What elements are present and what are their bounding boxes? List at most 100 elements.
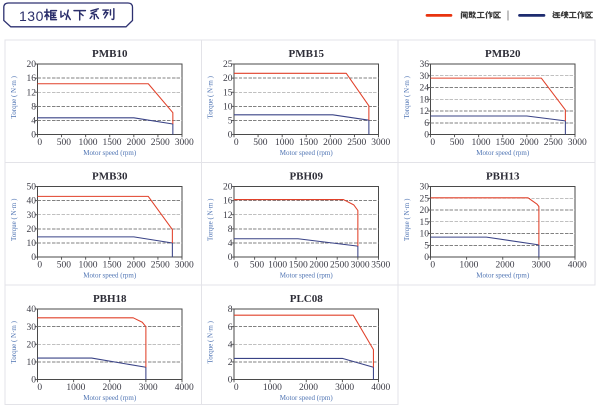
svg-text:2000: 2000 bbox=[520, 138, 539, 148]
svg-text:Motor speed (rpm): Motor speed (rpm) bbox=[476, 149, 530, 157]
svg-text:Torque ( N·m ): Torque ( N·m ) bbox=[403, 198, 411, 241]
svg-text:PBH13: PBH13 bbox=[486, 171, 520, 183]
svg-text:1000: 1000 bbox=[471, 138, 490, 148]
svg-text:3500: 3500 bbox=[371, 261, 390, 271]
svg-text:40: 40 bbox=[27, 305, 37, 315]
svg-text:1500: 1500 bbox=[103, 261, 122, 271]
svg-text:36: 36 bbox=[420, 60, 430, 70]
svg-text:Torque ( N·m ): Torque ( N·m ) bbox=[10, 198, 18, 241]
svg-text:Motor speed (rpm): Motor speed (rpm) bbox=[83, 394, 137, 402]
svg-text:PMB30: PMB30 bbox=[92, 171, 128, 183]
svg-text:Motor speed (rpm): Motor speed (rpm) bbox=[280, 394, 334, 402]
svg-text:20: 20 bbox=[420, 206, 430, 216]
svg-text:3000: 3000 bbox=[335, 383, 354, 393]
svg-text:Motor speed (rpm): Motor speed (rpm) bbox=[280, 272, 334, 280]
svg-text:1000: 1000 bbox=[459, 261, 478, 271]
svg-text:PBH09: PBH09 bbox=[289, 171, 323, 183]
svg-text:3000: 3000 bbox=[175, 138, 194, 148]
svg-text:4000: 4000 bbox=[568, 261, 587, 271]
svg-text:0: 0 bbox=[234, 261, 239, 271]
svg-text:PLC08: PLC08 bbox=[290, 293, 324, 305]
svg-text:Torque ( N·m ): Torque ( N·m ) bbox=[207, 198, 215, 241]
svg-text:2000: 2000 bbox=[103, 383, 122, 393]
svg-text:20: 20 bbox=[27, 60, 37, 70]
svg-text:0: 0 bbox=[234, 138, 239, 148]
svg-text:1500: 1500 bbox=[289, 261, 308, 271]
svg-text:Torque ( N·m ): Torque ( N·m ) bbox=[403, 75, 411, 118]
svg-text:1000: 1000 bbox=[66, 383, 85, 393]
svg-text:20: 20 bbox=[223, 74, 233, 84]
svg-text:4: 4 bbox=[31, 117, 36, 127]
svg-text:4: 4 bbox=[228, 340, 233, 350]
svg-text:40: 40 bbox=[27, 197, 37, 207]
svg-text:6: 6 bbox=[424, 119, 429, 129]
svg-text:3000: 3000 bbox=[371, 138, 390, 148]
svg-text:20: 20 bbox=[27, 340, 37, 350]
svg-text:1500: 1500 bbox=[103, 138, 122, 148]
svg-text:1000: 1000 bbox=[268, 261, 287, 271]
svg-text:0: 0 bbox=[228, 376, 233, 386]
svg-text:16: 16 bbox=[27, 74, 37, 84]
svg-text:2: 2 bbox=[228, 358, 233, 368]
svg-text:2500: 2500 bbox=[151, 138, 170, 148]
svg-text:0: 0 bbox=[31, 376, 36, 386]
svg-text:0: 0 bbox=[37, 261, 42, 271]
svg-text:30: 30 bbox=[27, 211, 37, 221]
svg-text:0: 0 bbox=[37, 138, 42, 148]
svg-text:130: 130 bbox=[19, 8, 44, 24]
svg-text:0: 0 bbox=[424, 131, 429, 141]
svg-text:PMB15: PMB15 bbox=[289, 48, 325, 60]
svg-text:2500: 2500 bbox=[347, 138, 366, 148]
svg-text:10: 10 bbox=[27, 239, 37, 249]
svg-text:30: 30 bbox=[420, 183, 430, 193]
svg-text:Torque ( N·m ): Torque ( N·m ) bbox=[207, 75, 215, 118]
svg-text:8: 8 bbox=[228, 305, 233, 315]
svg-text:Motor speed (rpm): Motor speed (rpm) bbox=[280, 149, 334, 157]
svg-text:0: 0 bbox=[430, 261, 435, 271]
svg-text:0: 0 bbox=[424, 253, 429, 263]
svg-text:500: 500 bbox=[450, 138, 465, 148]
svg-text:25: 25 bbox=[223, 60, 233, 70]
svg-text:0: 0 bbox=[37, 383, 42, 393]
svg-text:1000: 1000 bbox=[78, 138, 97, 148]
svg-text:2000: 2000 bbox=[323, 138, 342, 148]
svg-text:0: 0 bbox=[31, 253, 36, 263]
svg-text:8: 8 bbox=[228, 225, 233, 235]
svg-text:12: 12 bbox=[420, 107, 430, 117]
svg-text:1000: 1000 bbox=[263, 383, 282, 393]
svg-text:Torque ( N·m ): Torque ( N·m ) bbox=[10, 75, 18, 118]
svg-text:Motor speed (rpm): Motor speed (rpm) bbox=[83, 272, 137, 280]
svg-text:0: 0 bbox=[31, 131, 36, 141]
svg-text:2000: 2000 bbox=[127, 138, 146, 148]
svg-text:Torque ( N·m ): Torque ( N·m ) bbox=[10, 320, 18, 363]
svg-text:2000: 2000 bbox=[127, 261, 146, 271]
svg-text:2000: 2000 bbox=[299, 383, 318, 393]
svg-text:4000: 4000 bbox=[371, 383, 390, 393]
svg-text:500: 500 bbox=[250, 261, 265, 271]
svg-text:Motor speed (rpm): Motor speed (rpm) bbox=[476, 272, 530, 280]
svg-text:4: 4 bbox=[228, 239, 233, 249]
svg-text:10: 10 bbox=[223, 102, 233, 112]
svg-text:PMB20: PMB20 bbox=[485, 48, 521, 60]
svg-text:3000: 3000 bbox=[175, 261, 194, 271]
svg-text:3000: 3000 bbox=[139, 383, 158, 393]
svg-text:15: 15 bbox=[420, 218, 430, 228]
svg-text:20: 20 bbox=[27, 225, 37, 235]
svg-text:2500: 2500 bbox=[330, 261, 349, 271]
svg-text:50: 50 bbox=[27, 183, 37, 193]
svg-text:16: 16 bbox=[223, 197, 233, 207]
svg-text:Motor speed (rpm): Motor speed (rpm) bbox=[83, 149, 137, 157]
svg-text:8: 8 bbox=[31, 102, 36, 112]
svg-text:12: 12 bbox=[223, 211, 233, 221]
svg-text:PBH18: PBH18 bbox=[93, 293, 127, 305]
svg-text:1000: 1000 bbox=[275, 138, 294, 148]
svg-text:4000: 4000 bbox=[175, 383, 194, 393]
svg-text:500: 500 bbox=[57, 138, 72, 148]
svg-text:5: 5 bbox=[228, 117, 233, 127]
svg-text:15: 15 bbox=[223, 88, 233, 98]
svg-text:2000: 2000 bbox=[496, 261, 515, 271]
svg-text:12: 12 bbox=[27, 88, 37, 98]
svg-text:20: 20 bbox=[223, 183, 233, 193]
svg-text:0: 0 bbox=[228, 131, 233, 141]
svg-text:25: 25 bbox=[420, 194, 430, 204]
